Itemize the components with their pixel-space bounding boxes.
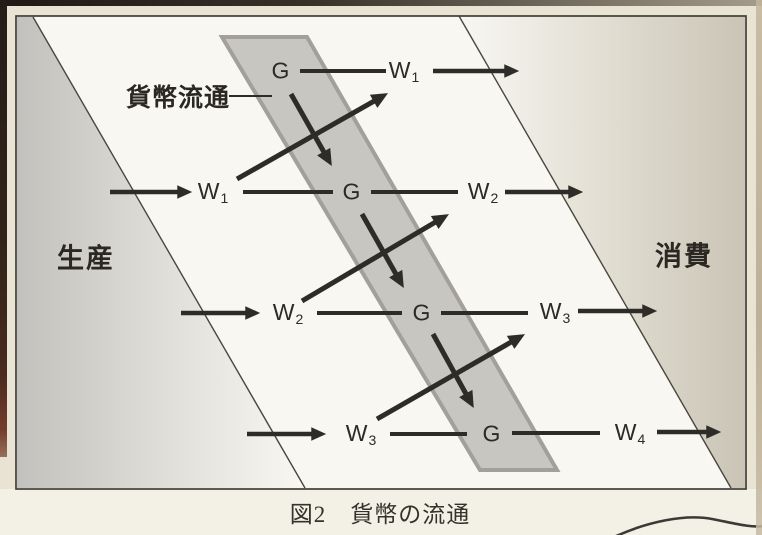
arrow-money-down-2 bbox=[359, 212, 404, 289]
node-subscript: 1 bbox=[411, 69, 420, 85]
frame-border bbox=[15, 15, 747, 490]
arrow-money-down-1 bbox=[288, 92, 332, 167]
money-circulation-band-label: 貨幣流通 bbox=[125, 84, 231, 112]
node-r1-g: G bbox=[272, 58, 291, 85]
node-r2-g: G bbox=[343, 179, 362, 206]
node-text: G bbox=[342, 178, 362, 205]
arrow-commodity-up-1 bbox=[235, 93, 389, 182]
node-text: W bbox=[388, 57, 412, 83]
consumption-boundary-line bbox=[458, 15, 732, 489]
node-subscript: 1 bbox=[220, 190, 229, 206]
node-r2-w2: W2 bbox=[468, 178, 499, 206]
consumption-region-shading bbox=[459, 16, 745, 488]
flow-arrows bbox=[110, 64, 722, 441]
node-r4-w4: W4 bbox=[615, 419, 646, 447]
node-subscript: 2 bbox=[295, 311, 304, 327]
arrow-money-down-3 bbox=[430, 332, 474, 409]
production-label: 生産 bbox=[57, 243, 115, 274]
node-r4-g: G bbox=[483, 421, 502, 448]
production-region-shading bbox=[17, 17, 305, 488]
exchange-arrows bbox=[235, 92, 525, 422]
arrow-commodity-up-2 bbox=[300, 214, 449, 304]
production-boundary-line bbox=[32, 16, 306, 489]
node-text: W bbox=[539, 298, 563, 324]
node-text: G bbox=[482, 420, 502, 447]
node-subscript: 2 bbox=[490, 190, 499, 206]
node-r3-w2: W2 bbox=[273, 299, 304, 327]
arrow-commodity-up-3 bbox=[375, 334, 525, 422]
node-text: W bbox=[272, 299, 296, 325]
node-r1-w1: W1 bbox=[389, 57, 420, 85]
node-r3-w3: W3 bbox=[540, 298, 571, 326]
node-r3-g: G bbox=[413, 300, 432, 327]
node-subscript: 3 bbox=[562, 310, 571, 326]
node-text: G bbox=[412, 299, 432, 326]
node-r2-w1: W1 bbox=[198, 178, 229, 206]
consumption-label: 消費 bbox=[655, 241, 713, 272]
connector-segments bbox=[243, 69, 600, 436]
node-text: W bbox=[345, 420, 369, 446]
node-text: W bbox=[197, 178, 221, 204]
node-text: W bbox=[614, 419, 638, 445]
node-subscript: 4 bbox=[637, 431, 646, 447]
node-r4-w3: W3 bbox=[346, 420, 377, 448]
node-subscript: 3 bbox=[368, 432, 377, 448]
node-text: G bbox=[271, 57, 291, 84]
node-text: W bbox=[467, 178, 491, 204]
figure-caption: 図2 貨幣の流通 bbox=[289, 502, 471, 527]
next-figure-curve bbox=[615, 516, 762, 535]
